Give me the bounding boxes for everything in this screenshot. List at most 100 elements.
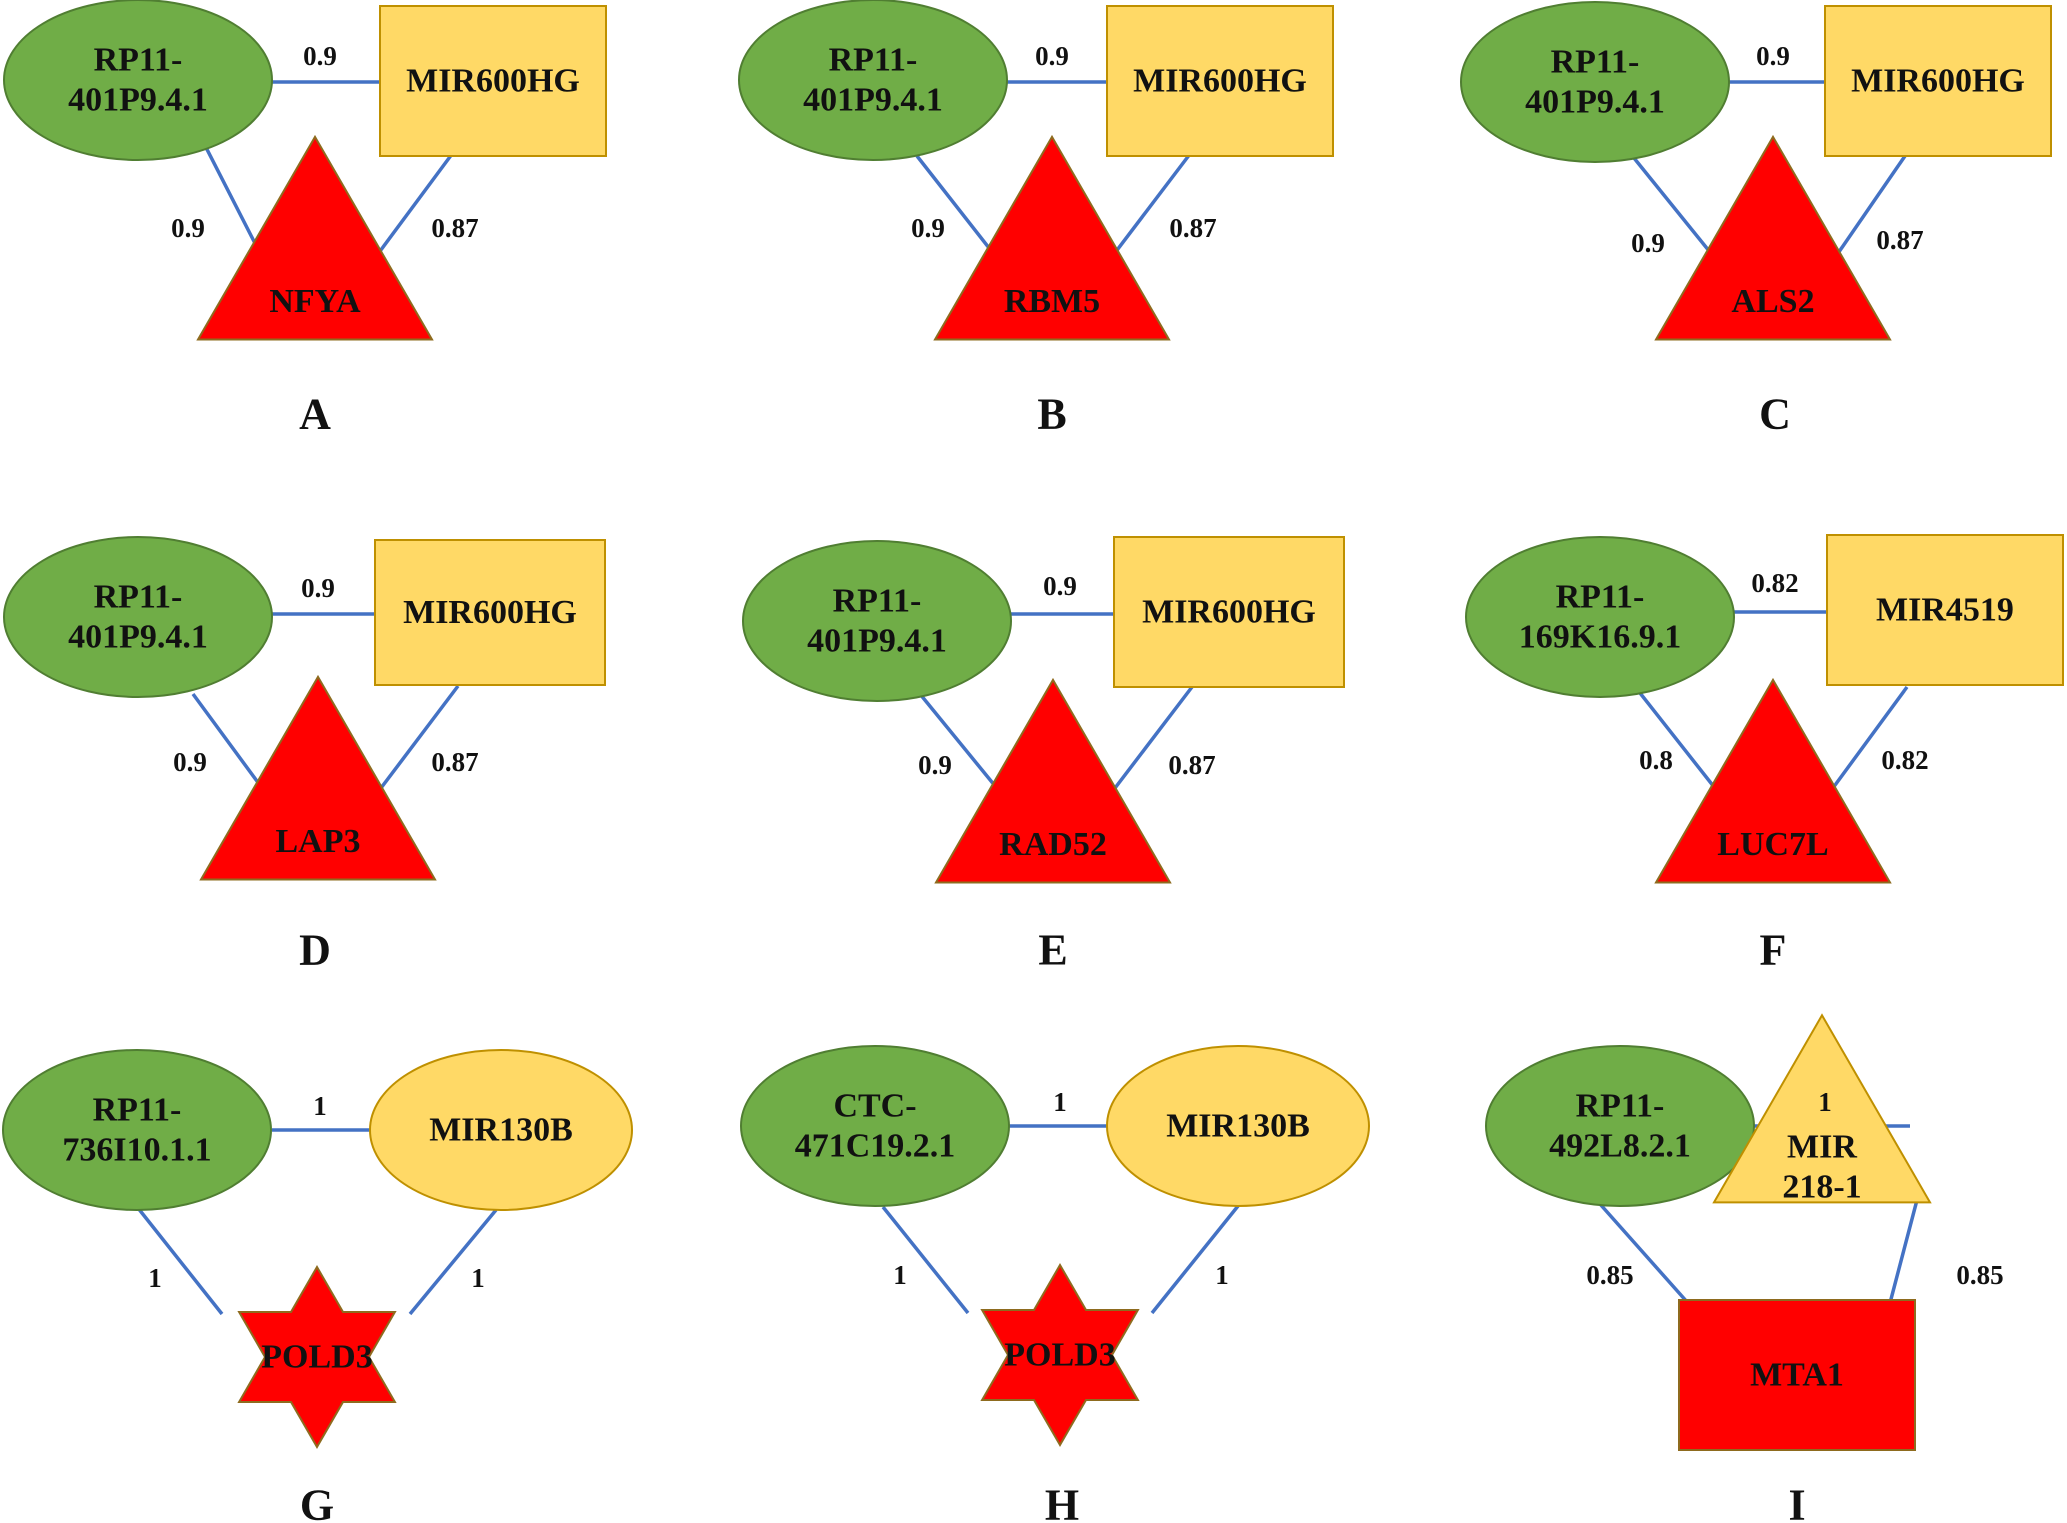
- gene-label: POLD3: [261, 1339, 372, 1376]
- lncrna-label: RP11-: [1551, 44, 1640, 81]
- lncrna-label: 401P9.4.1: [68, 619, 208, 656]
- edge-lnc-gene: [915, 154, 1002, 264]
- lncrna-node: [1460, 1, 1730, 163]
- lncrna-label: RP11-: [94, 579, 183, 616]
- gene-node: [1654, 134, 1892, 341]
- lncrna-node: [1485, 1045, 1755, 1207]
- gene-label: NFYA: [269, 283, 361, 320]
- lncrna-label: RP11-: [829, 42, 918, 79]
- edge-weight-mir-gene: 0.87: [1169, 213, 1216, 243]
- edge-weight-lnc-mir: 0.9: [1756, 41, 1790, 71]
- lncrna-node: [740, 1045, 1010, 1207]
- mirna-node: [1106, 1045, 1370, 1207]
- gene-node: [1654, 677, 1892, 884]
- edge-mir-gene: [1106, 148, 1195, 264]
- lncrna-label: 401P9.4.1: [1525, 84, 1665, 121]
- lncrna-label: RP11-: [1576, 1088, 1665, 1125]
- mirna-label: MIR600HG: [1133, 63, 1307, 100]
- gene-label: ALS2: [1731, 283, 1814, 320]
- edge-weight-mir-gene: 0.87: [1168, 750, 1215, 780]
- edge-lnc-gene: [1632, 156, 1720, 264]
- edge-weight-lnc-gene: 0.9: [911, 213, 945, 243]
- panel-label: H: [1045, 1481, 1079, 1523]
- gene-label: LAP3: [276, 823, 361, 860]
- edge-weight-mir-gene: 0.87: [431, 213, 478, 243]
- lncrna-node: [742, 540, 1012, 702]
- lncrna-node: [3, 536, 273, 698]
- mirna-node: [379, 5, 607, 157]
- mirna-node: [1113, 536, 1345, 688]
- edge-weight-lnc-gene: 1: [148, 1263, 162, 1293]
- panel-label: E: [1038, 926, 1067, 975]
- mirna-node: [1824, 5, 2052, 157]
- edge-weight-lnc-mir: 1: [1053, 1087, 1067, 1117]
- edge-weight-lnc-gene: 1: [893, 1260, 907, 1290]
- edge-mir-gene: [1888, 1199, 1919, 1304]
- gene-label: RBM5: [1004, 283, 1100, 320]
- edge-lnc-gene: [918, 692, 1002, 794]
- gene-label: MTA1: [1750, 1357, 1844, 1394]
- panel-label: G: [300, 1481, 334, 1523]
- mirna-label: MIR600HG: [406, 63, 580, 100]
- lncrna-label: 401P9.4.1: [803, 82, 943, 119]
- mirna-label: MIR600HG: [1851, 63, 2025, 100]
- panel-label: I: [1788, 1481, 1805, 1523]
- mirna-label: MIR130B: [429, 1112, 573, 1149]
- gene-node: [237, 1265, 397, 1449]
- edge-weight-mir-gene: 0.82: [1881, 745, 1928, 775]
- edge-weight-lnc-gene: 0.85: [1586, 1260, 1633, 1290]
- edge-mir-gene: [1830, 155, 1907, 263]
- gene-node: [933, 134, 1171, 341]
- lncrna-node: [3, 0, 273, 161]
- gene-label: RAD52: [999, 826, 1107, 863]
- lncrna-label: 401P9.4.1: [68, 82, 208, 119]
- edge-weight-lnc-mir: 0.9: [303, 41, 337, 71]
- panel-label: C: [1759, 390, 1791, 439]
- lncrna-node: [2, 1049, 272, 1211]
- edge-lnc-gene: [881, 1205, 970, 1315]
- lncrna-label: 401P9.4.1: [807, 623, 947, 660]
- edge-mir-gene: [408, 1208, 498, 1316]
- edge-mir-gene: [376, 684, 460, 794]
- lncrna-label: RP11-: [833, 583, 922, 620]
- lncrna-node: [738, 0, 1008, 161]
- edge-weight-lnc-mir: 0.9: [1043, 571, 1077, 601]
- lncrna-label: 736I10.1.1: [62, 1132, 211, 1169]
- edge-mir-gene: [1150, 1204, 1240, 1315]
- mirna-label: 218-1: [1782, 1169, 1861, 1206]
- mirna-node: [1106, 5, 1334, 157]
- edge-weight-lnc-mir: 1: [1818, 1087, 1832, 1117]
- gene-node: [980, 1263, 1140, 1447]
- gene-label: LUC7L: [1717, 826, 1828, 863]
- lncrna-label: 492L8.2.1: [1549, 1128, 1691, 1165]
- edge-mir-gene: [370, 148, 457, 264]
- edge-weight-mir-gene: 1: [471, 1263, 485, 1293]
- mirna-node: [369, 1049, 633, 1211]
- mirna-node: [374, 539, 606, 686]
- gene-node: [1678, 1299, 1916, 1451]
- panel-label: D: [299, 926, 331, 975]
- edge-weight-lnc-gene: 0.9: [1631, 228, 1665, 258]
- mirna-label: MIR4519: [1876, 592, 2014, 629]
- edge-lnc-gene: [136, 1206, 224, 1316]
- mirna-node: [1826, 534, 2064, 686]
- panel-label: F: [1760, 926, 1787, 975]
- edge-weight-lnc-mir: 0.9: [301, 573, 335, 603]
- mirna-label: MIR: [1787, 1129, 1857, 1166]
- edge-weight-lnc-mir: 1: [313, 1091, 327, 1121]
- edge-weight-lnc-mir: 0.9: [1035, 41, 1069, 71]
- lncrna-label: RP11-: [93, 1092, 182, 1129]
- gene-node: [199, 674, 437, 881]
- edge-weight-mir-gene: 0.85: [1956, 1260, 2003, 1290]
- mirna-node: [1712, 1013, 1932, 1204]
- edge-mir-gene: [1110, 685, 1194, 794]
- gene-label: POLD3: [1004, 1337, 1115, 1374]
- panel-label: A: [299, 390, 331, 439]
- edge-weight-lnc-gene: 0.9: [171, 213, 205, 243]
